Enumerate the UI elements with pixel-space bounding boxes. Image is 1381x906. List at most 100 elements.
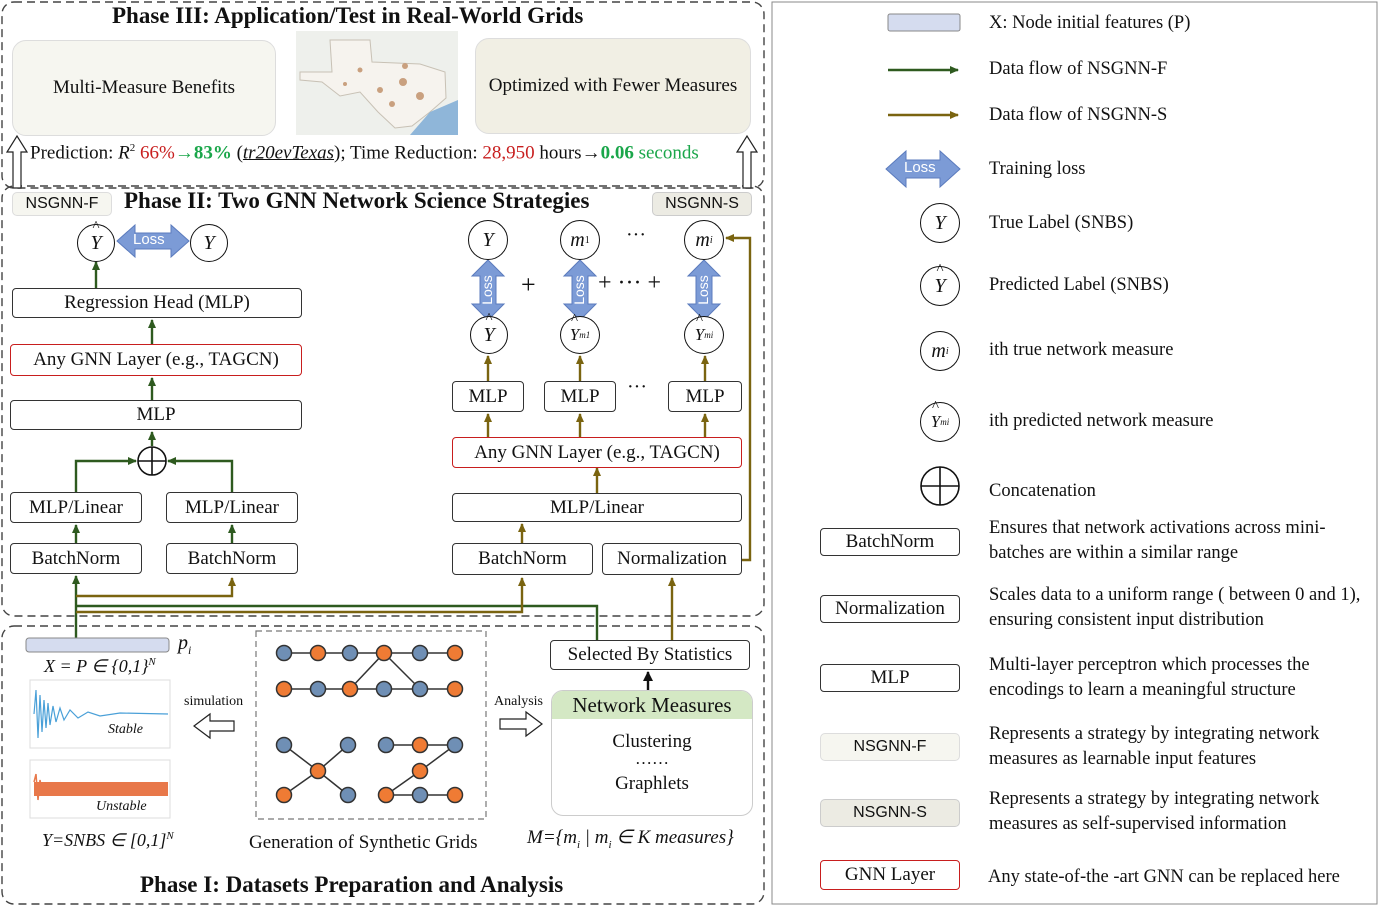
regression-head-box: Regression Head (MLP) [12,288,302,318]
legend-loss-icon [885,149,961,189]
measures-dots-top: ··· [626,224,646,246]
legend-text-batchnorm: Ensures that network activations across … [989,518,1326,563]
p-letter: p [178,632,188,654]
r-sup: 2 [129,142,136,154]
node-feature-bar [25,637,170,653]
legend-text-loss: Training loss [989,159,1086,179]
ym1-letter: Y [570,325,579,345]
mlp-box-right-2: MLP [544,381,616,412]
legend-true-label-icon: Y [920,203,960,243]
dataset-name: tr20evTexas [242,142,335,164]
x-equation: X = P ∈ {0,1}N [44,656,156,677]
plus-dots-plus: + ··· + [598,270,662,296]
predicted-measure-1-symbol: Ym1 [560,316,600,354]
legend-ym-letter: Y [931,412,940,432]
time-to-num: 0.06 [600,142,634,164]
synthetic-graph-1 [275,644,464,698]
m-eq-end: ∈ K measures} [611,827,734,848]
p-i-label: pi [178,632,191,658]
legend-text-true-label: True Label (SNBS) [989,213,1134,233]
legend-ym-sub: mi [940,417,950,427]
m1-sub: 1 [584,234,590,246]
mlp-box-right-3: MLP [668,381,742,412]
mlp-box-left: MLP [10,400,302,430]
m-eq-mid: | m [580,827,609,848]
batchnorm-box-a: BatchNorm [10,543,142,574]
texas-map [296,31,458,135]
x-eq-text: X = P ∈ {0,1} [44,656,149,676]
clustering-label: Clustering [612,731,692,752]
stable-label: Stable [108,722,143,737]
unstable-plot [29,759,171,819]
legend-text-concat: Concatenation [989,481,1096,501]
pred-arrow: → [174,142,194,164]
pred-from: 66% [135,142,175,164]
legend-predicted-measure-icon: Ymi [920,402,960,442]
network-measures-header: Network Measures [552,691,752,719]
analysis-arrow [499,710,543,738]
legend-loss-label: Loss [904,159,936,176]
measures-ellipsis: …… [635,749,669,768]
legend-predicted-label-icon: Y [920,266,960,306]
mlp-dots: ··· [627,376,647,398]
legend-text-predicted-measure: ith predicted network measure [989,411,1214,431]
legend-text-features: X: Node initial features (P) [989,13,1191,33]
unstable-label: Unstable [96,799,147,814]
m1-letter: m [570,228,585,251]
loss-arrow-horizontal [116,223,190,259]
m-eq-sub2: i [608,838,612,851]
legend-m-letter: m [931,339,946,362]
y-eq-text: Y=SNBS ∈ [0,1] [42,830,167,850]
y-eq-sup: N [166,830,174,842]
phase1-frame [1,625,765,905]
y-hat: Y [90,232,101,255]
legend-gnn-layer-icon: GNN Layer [820,860,960,890]
x-eq-sup: N [148,656,156,668]
legend-m-sub: i [945,345,949,357]
legend-y-hat: Y [934,275,945,298]
fewer-measures-box: Optimized with Fewer Measures [475,38,751,134]
graphlets-label: Graphlets [615,773,689,794]
legend-nsgnn-s-icon: NSGNN-S [820,799,960,827]
gnn-layer-box-left: Any GNN Layer (e.g., TAGCN) [10,344,302,376]
concat-symbol [137,446,167,476]
normalization-box: Normalization [602,543,742,575]
legend-frame [771,1,1378,905]
network-measures-panel: Network Measures Clustering …… Graphlets [551,690,753,816]
legend-text-flow-s: Data flow of NSGNN-S [989,105,1168,125]
m-equation: M={mi | mi ∈ K measures} [527,826,734,851]
phase3-frame [1,1,765,189]
legend-text-nsgnn-s: Represents a strategy by integrating net… [989,789,1320,834]
selected-by-statistics-box: Selected By Statistics [550,640,750,670]
nsgnn-s-tag: NSGNN-S [652,192,752,216]
legend-text-predicted-label: Predicted Label (SNBS) [989,275,1169,295]
ymi-sub: mi [704,330,714,340]
mlp-linear-box-right: MLP/Linear [452,493,742,522]
legend-concat-icon [920,466,960,506]
prediction-label: Prediction: [30,142,119,164]
time-to-unit: seconds [633,142,699,164]
legend-text-flow-f: Data flow of NSGNN-F [989,59,1168,79]
multi-measure-benefits-box: Multi-Measure Benefits [12,40,276,136]
legend-text-mlp: Multi-layer perceptron which processes t… [989,655,1310,700]
phase2-title: Phase II: Two GNN Network Science Strate… [124,188,590,213]
p-sub: i [188,643,192,657]
predicted-measure-i-symbol: Ymi [684,316,724,354]
analysis-label: Analysis [494,694,543,709]
phase1-title: Phase I: Datasets Preparation and Analys… [140,872,564,897]
up-arrow-left [5,134,29,189]
loss-label-vertical-1: Loss [479,275,495,305]
mi-sub: i [709,234,713,246]
gnn-layer-box-right: Any GNN Layer (e.g., TAGCN) [452,437,742,468]
phase2-frame [1,185,765,617]
legend-text-true-measure: ith true network measure [989,340,1174,360]
mi-letter: m [695,228,710,251]
legend-normalization-icon: Normalization [820,595,960,623]
true-label-symbol: Y [190,224,228,262]
y-hat-right: Y [483,324,494,347]
mlp-linear-box-b: MLP/Linear [166,492,298,523]
predicted-label-symbol: Y [77,224,115,262]
simulation-label: simulation [184,694,244,709]
